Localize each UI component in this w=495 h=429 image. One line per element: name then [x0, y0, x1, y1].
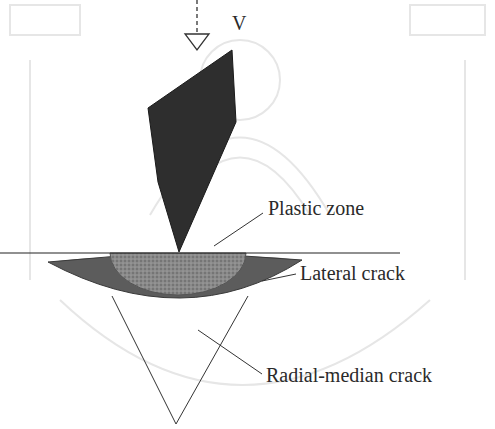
part-label: Plastic zone — [268, 197, 364, 219]
plastic-zone — [110, 253, 246, 295]
load-arrow — [185, 0, 209, 50]
surface-line — [0, 252, 400, 253]
radial-median-crack — [112, 296, 248, 424]
part-label: Radial-median crack — [266, 364, 432, 386]
leader-lines — [198, 213, 296, 374]
watermark-emblem — [10, 5, 485, 385]
part-label: Lateral crack — [300, 262, 405, 284]
load-label: V — [232, 12, 246, 34]
indenter — [148, 50, 236, 252]
